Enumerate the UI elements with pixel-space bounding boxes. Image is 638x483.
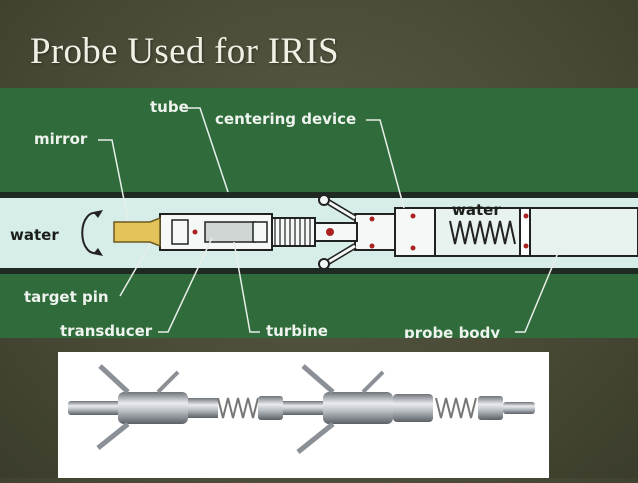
centering-device-shape (318, 194, 436, 270)
spring (449, 220, 516, 245)
label-target-pin: target pin (24, 288, 109, 306)
label-tube: tube (150, 98, 189, 116)
label-water-right: water (452, 201, 501, 219)
slide-title: Probe Used for IRIS (30, 31, 339, 72)
label-centering-device: centering device (215, 110, 356, 128)
tube-wall-top (0, 192, 638, 198)
label-probe-body: probe body (404, 324, 500, 338)
probe-body-shape (429, 207, 638, 257)
rotation-arrow-icon (81, 212, 99, 254)
probe-diagram-svg: tube centering device mirror water water… (0, 98, 638, 338)
mirror-shape (113, 216, 161, 248)
leader-lines (98, 107, 561, 333)
label-mirror: mirror (34, 130, 88, 148)
turbine-shape (269, 217, 358, 247)
label-water-left: water (10, 226, 59, 244)
label-turbine: turbine (266, 322, 328, 338)
probe-diagram: tube centering device mirror water water… (0, 88, 638, 338)
label-transducer: transducer (60, 322, 153, 338)
probe-photo-svg (68, 364, 535, 454)
probe-photo-unit-1 (68, 364, 283, 450)
probe-photo (58, 352, 549, 478)
transducer-shape (159, 213, 273, 251)
tube-wall-bottom (0, 268, 638, 274)
probe-photo-unit-2 (283, 364, 535, 454)
